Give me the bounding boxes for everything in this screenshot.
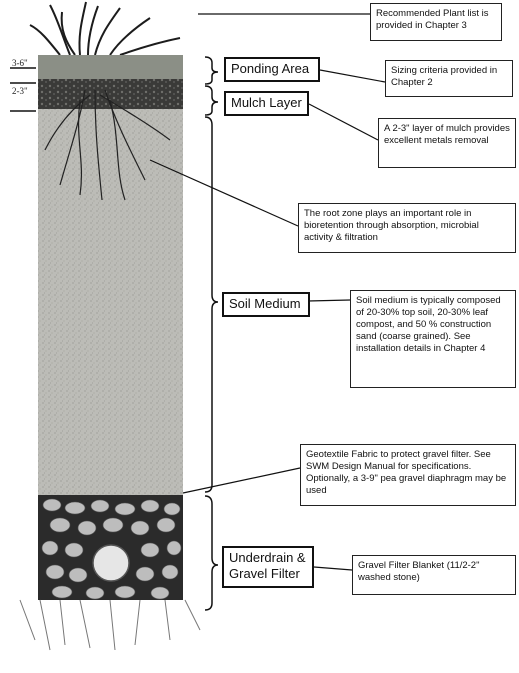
underdrain-gravel-label: Underdrain & Gravel Filter: [222, 546, 314, 588]
ponding-area-label: Ponding Area: [224, 57, 320, 82]
ponding-layer: [38, 55, 183, 79]
underdrain-label-line2: Gravel Filter: [229, 566, 307, 582]
geotextile-note: Geotextile Fabric to protect gravel filt…: [300, 444, 516, 506]
soil-composition-note: Soil medium is typically composed of 20-…: [350, 290, 516, 388]
mulch-layer-label: Mulch Layer: [224, 91, 309, 116]
plant-illustration: [30, 2, 180, 55]
mulch-depth-label: 2-3": [12, 86, 28, 96]
layer-braces: [205, 57, 218, 610]
gravel-blanket-note: Gravel Filter Blanket (11/2-2" washed st…: [352, 555, 516, 595]
ponding-depth-label: 3-6": [12, 58, 28, 68]
root-zone-note: The root zone plays an important role in…: [298, 203, 516, 253]
soil-medium-label: Soil Medium: [222, 292, 310, 317]
plant-list-note: Recommended Plant list is provided in Ch…: [370, 3, 502, 41]
soil-layer: [38, 109, 183, 495]
ground-base: [20, 600, 200, 650]
mulch-note: A 2-3" layer of mulch provides excellent…: [378, 118, 516, 168]
underdrain-pipe: [93, 545, 129, 581]
underdrain-label-line1: Underdrain &: [229, 550, 307, 566]
sizing-note: Sizing criteria provided in Chapter 2: [385, 60, 513, 97]
